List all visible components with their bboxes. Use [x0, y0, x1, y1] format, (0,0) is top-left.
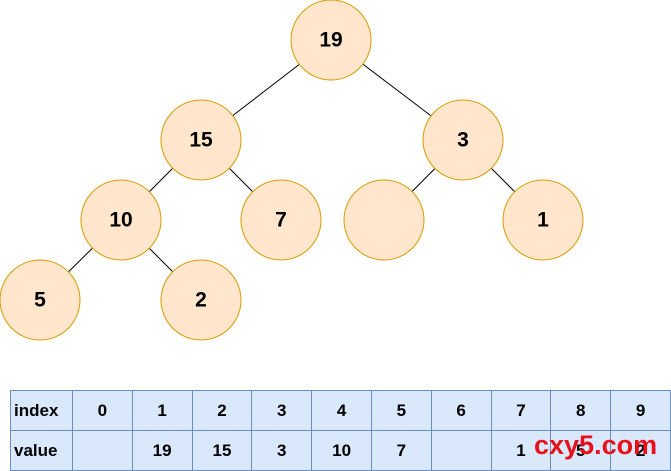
value-row: value 19 15 3 10 7 1 5 2 [10, 430, 671, 471]
tree-node: 15 [160, 99, 242, 181]
tree-node: 1 [502, 179, 584, 261]
tree-edge [362, 63, 432, 117]
tree-node-circle [160, 259, 242, 341]
index-cell: 8 [550, 390, 612, 431]
value-cell: 7 [370, 430, 432, 471]
tree-node-circle [80, 179, 162, 261]
tree-edge [68, 247, 93, 273]
index-cell: 9 [610, 390, 671, 431]
value-cell: 5 [550, 430, 612, 471]
value-cell: 2 [610, 430, 671, 471]
tree-edge [148, 167, 174, 193]
value-cell: 19 [131, 430, 193, 471]
index-row: index 0 1 2 3 4 5 6 7 8 9 [10, 390, 671, 431]
tree-node: 5 [0, 259, 81, 341]
tree-node: 19 [290, 0, 372, 81]
tree-node-label: 7 [275, 209, 287, 232]
value-cell: 1 [490, 430, 552, 471]
index-cell: 2 [191, 390, 253, 431]
tree-node-label: 15 [189, 129, 213, 152]
index-cell: 3 [251, 390, 313, 431]
tree-edge [148, 247, 174, 273]
tree-node-circle [240, 179, 322, 261]
tree-edges [68, 63, 516, 273]
tree-edge [411, 168, 436, 192]
value-cell: 3 [251, 430, 313, 471]
tree-node-label: 5 [34, 289, 46, 312]
tree-node: 2 [160, 259, 242, 341]
tree-node: 3 [422, 99, 504, 181]
index-cell: 4 [311, 390, 372, 431]
value-cell [430, 430, 492, 471]
heap-array-table: index 0 1 2 3 4 5 6 7 8 9 value 19 15 3 … [10, 390, 671, 471]
value-header: value [10, 430, 73, 471]
value-cell [71, 430, 133, 471]
tree-node-label: 2 [195, 289, 207, 312]
index-cell: 6 [430, 390, 492, 431]
index-cell: 7 [490, 390, 552, 431]
tree-node-label: 3 [457, 129, 469, 152]
tree-node-circle [422, 99, 504, 181]
index-cell: 5 [370, 390, 432, 431]
tree-node [343, 179, 425, 261]
tree-node: 7 [240, 179, 322, 261]
value-cell: 10 [311, 430, 372, 471]
tree-node-circle [502, 179, 584, 261]
index-cell: 0 [71, 390, 133, 431]
value-cell: 15 [191, 430, 253, 471]
watermark-text: cxy5.com [534, 430, 658, 460]
index-cell: 1 [131, 390, 193, 431]
tree-node-label: 10 [109, 209, 132, 232]
tree-edge [232, 63, 300, 117]
tree-node-circle [0, 259, 81, 341]
tree-node: 10 [80, 179, 162, 261]
tree-edge [228, 167, 254, 193]
tree-node-label: 1 [537, 209, 549, 232]
index-header: index [10, 390, 73, 431]
tree-edge [490, 167, 516, 193]
tree-node-circle [343, 179, 425, 261]
tree-node-circle [160, 99, 242, 181]
tree-node-label: 19 [319, 29, 342, 52]
tree-node-circle [290, 0, 372, 81]
